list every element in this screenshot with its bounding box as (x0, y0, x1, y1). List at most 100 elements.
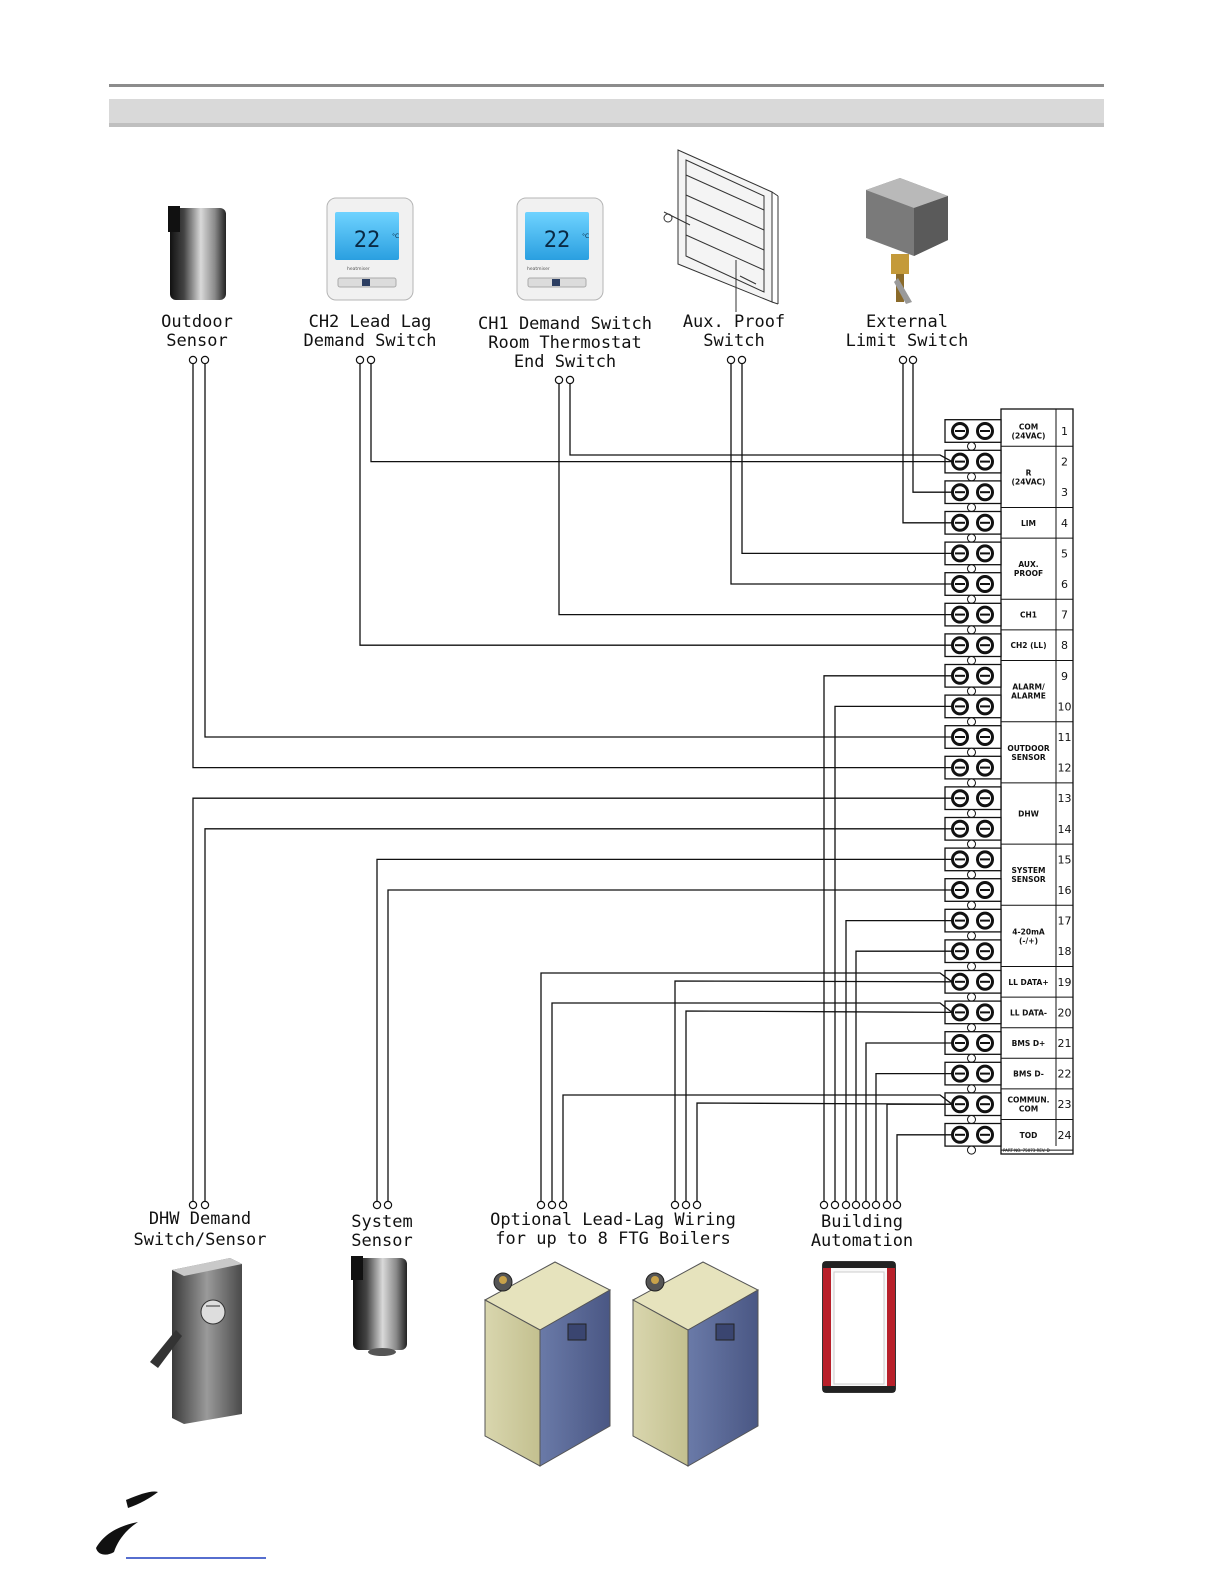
boiler-1-image (483, 1261, 612, 1467)
ch2-thermostat-temp: 22 (354, 228, 381, 253)
wire-lead (908, 355, 918, 365)
label-system-sensor: System Sensor (351, 1212, 412, 1251)
wire (370, 360, 952, 463)
terminal-number: 7 (1061, 609, 1068, 622)
svg-text:Optional Lead-Lag Wiring: Optional Lead-Lag Wiring (490, 1210, 736, 1230)
wire (823, 675, 952, 1205)
terminal-group-label: SYSTEM (1012, 866, 1046, 875)
terminal-number: 14 (1058, 823, 1072, 836)
terminal-9[interactable] (944, 663, 1002, 696)
terminal-group-label: OUTDOOR (1007, 744, 1050, 753)
terminal-group-label: SENSOR (1011, 753, 1046, 762)
terminal-16[interactable] (944, 878, 1002, 910)
terminal-group-label: BMS D- (1013, 1070, 1044, 1079)
wire (696, 1102, 953, 1205)
terminal-group-label: R (1026, 468, 1032, 477)
terminal-group-label: COM (1019, 423, 1038, 432)
wire-lead (830, 1200, 840, 1210)
wire-lead (861, 1200, 871, 1210)
wire (730, 360, 952, 585)
terminal-13[interactable] (944, 786, 1002, 818)
wire (387, 889, 952, 1205)
terminal-1[interactable] (944, 419, 1002, 451)
terminal-number: 17 (1058, 915, 1072, 928)
terminal-number: 22 (1058, 1068, 1072, 1081)
wire-lead (692, 1200, 702, 1210)
terminal-5[interactable] (944, 541, 1002, 574)
wire-lead (851, 1200, 861, 1210)
terminal-8[interactable] (944, 633, 1002, 665)
svg-text:CH2 Lead Lag: CH2 Lead Lag (309, 312, 432, 332)
terminal-3[interactable] (944, 480, 1002, 512)
terminal-24[interactable] (944, 1122, 1002, 1155)
terminal-group-label: DHW (1018, 810, 1040, 819)
wire-lead (565, 375, 575, 385)
terminal-group-label: BMS D+ (1012, 1039, 1046, 1048)
terminal-group-label: CH1 (1020, 611, 1037, 620)
terminal-15[interactable] (944, 847, 1002, 880)
wire-lead (383, 1200, 393, 1210)
wire (192, 360, 952, 769)
svg-text:Automation: Automation (811, 1231, 913, 1251)
terminal-17[interactable] (944, 908, 1002, 941)
terminal-11[interactable] (944, 725, 1002, 757)
svg-text:Sensor: Sensor (351, 1231, 412, 1251)
terminal-number: 1 (1061, 425, 1068, 438)
company-logo-icon (96, 1491, 158, 1555)
wire (902, 360, 952, 524)
svg-text:Demand Switch: Demand Switch (303, 331, 436, 351)
svg-text:External: External (866, 312, 948, 332)
terminal-14[interactable] (944, 816, 1002, 849)
terminal-group-label: (24VAC) (1012, 477, 1046, 486)
terminal-22[interactable] (944, 1061, 1002, 1094)
wire (558, 380, 952, 616)
terminal-number: 11 (1058, 731, 1072, 744)
svg-text:Room Thermostat: Room Thermostat (488, 333, 642, 353)
terminal-20[interactable] (944, 1000, 1002, 1033)
terminal-group-label: (24VAC) (1012, 432, 1046, 441)
terminal-21[interactable] (944, 1031, 1002, 1063)
terminal-4[interactable] (944, 510, 1002, 543)
wire-lead (372, 1200, 382, 1210)
ch1-thermostat-temp: 22 (544, 228, 571, 253)
svg-text:Aux. Proof: Aux. Proof (683, 312, 785, 332)
terminal-group-label: SENSOR (1011, 875, 1046, 884)
terminal-group-label: 4-20mA (1012, 927, 1045, 936)
wire-lead (841, 1200, 851, 1210)
terminal-group-label: ALARM/ (1012, 683, 1045, 692)
svg-text:Building: Building (821, 1212, 903, 1232)
terminal-number: 18 (1058, 945, 1072, 958)
terminal-number: 13 (1058, 792, 1072, 805)
terminal-19[interactable] (944, 969, 1002, 1002)
svg-text:Switch: Switch (703, 331, 764, 351)
label-ch1-demand: CH1 Demand Switch Room Thermostat End Sw… (478, 314, 652, 372)
terminal-number: 8 (1061, 639, 1068, 652)
terminal-group-label: (-/+) (1019, 936, 1038, 945)
terminal-6[interactable] (944, 572, 1002, 604)
terminal-12[interactable] (944, 755, 1002, 788)
svg-text:Outdoor: Outdoor (161, 312, 233, 332)
header-rule (109, 84, 1104, 87)
terminal-label-frame (1000, 408, 1074, 1155)
label-building-automation: Building Automation (811, 1212, 913, 1251)
bms-gateway-image (822, 1261, 896, 1393)
wire (376, 858, 952, 1205)
svg-text:End Switch: End Switch (514, 352, 616, 372)
terminal-number: 10 (1058, 700, 1072, 713)
ch1-thermostat-unit: °C (582, 233, 589, 240)
terminal-number: 2 (1061, 456, 1068, 469)
terminal-group-label: CH2 (LL) (1010, 641, 1046, 650)
wire-lead (554, 375, 564, 385)
label-aux-proof: Aux. Proof Switch (683, 312, 785, 351)
terminal-2[interactable] (944, 449, 1002, 482)
terminal-group-label: PROOF (1014, 569, 1043, 578)
wire-lead (188, 1200, 198, 1210)
terminal-10[interactable] (944, 694, 1002, 727)
terminal-18[interactable] (944, 939, 1002, 971)
svg-text:Limit Switch: Limit Switch (846, 331, 969, 351)
terminal-23[interactable] (944, 1092, 1002, 1124)
terminal-number: 9 (1061, 670, 1068, 683)
terminal-7[interactable] (944, 602, 1002, 635)
